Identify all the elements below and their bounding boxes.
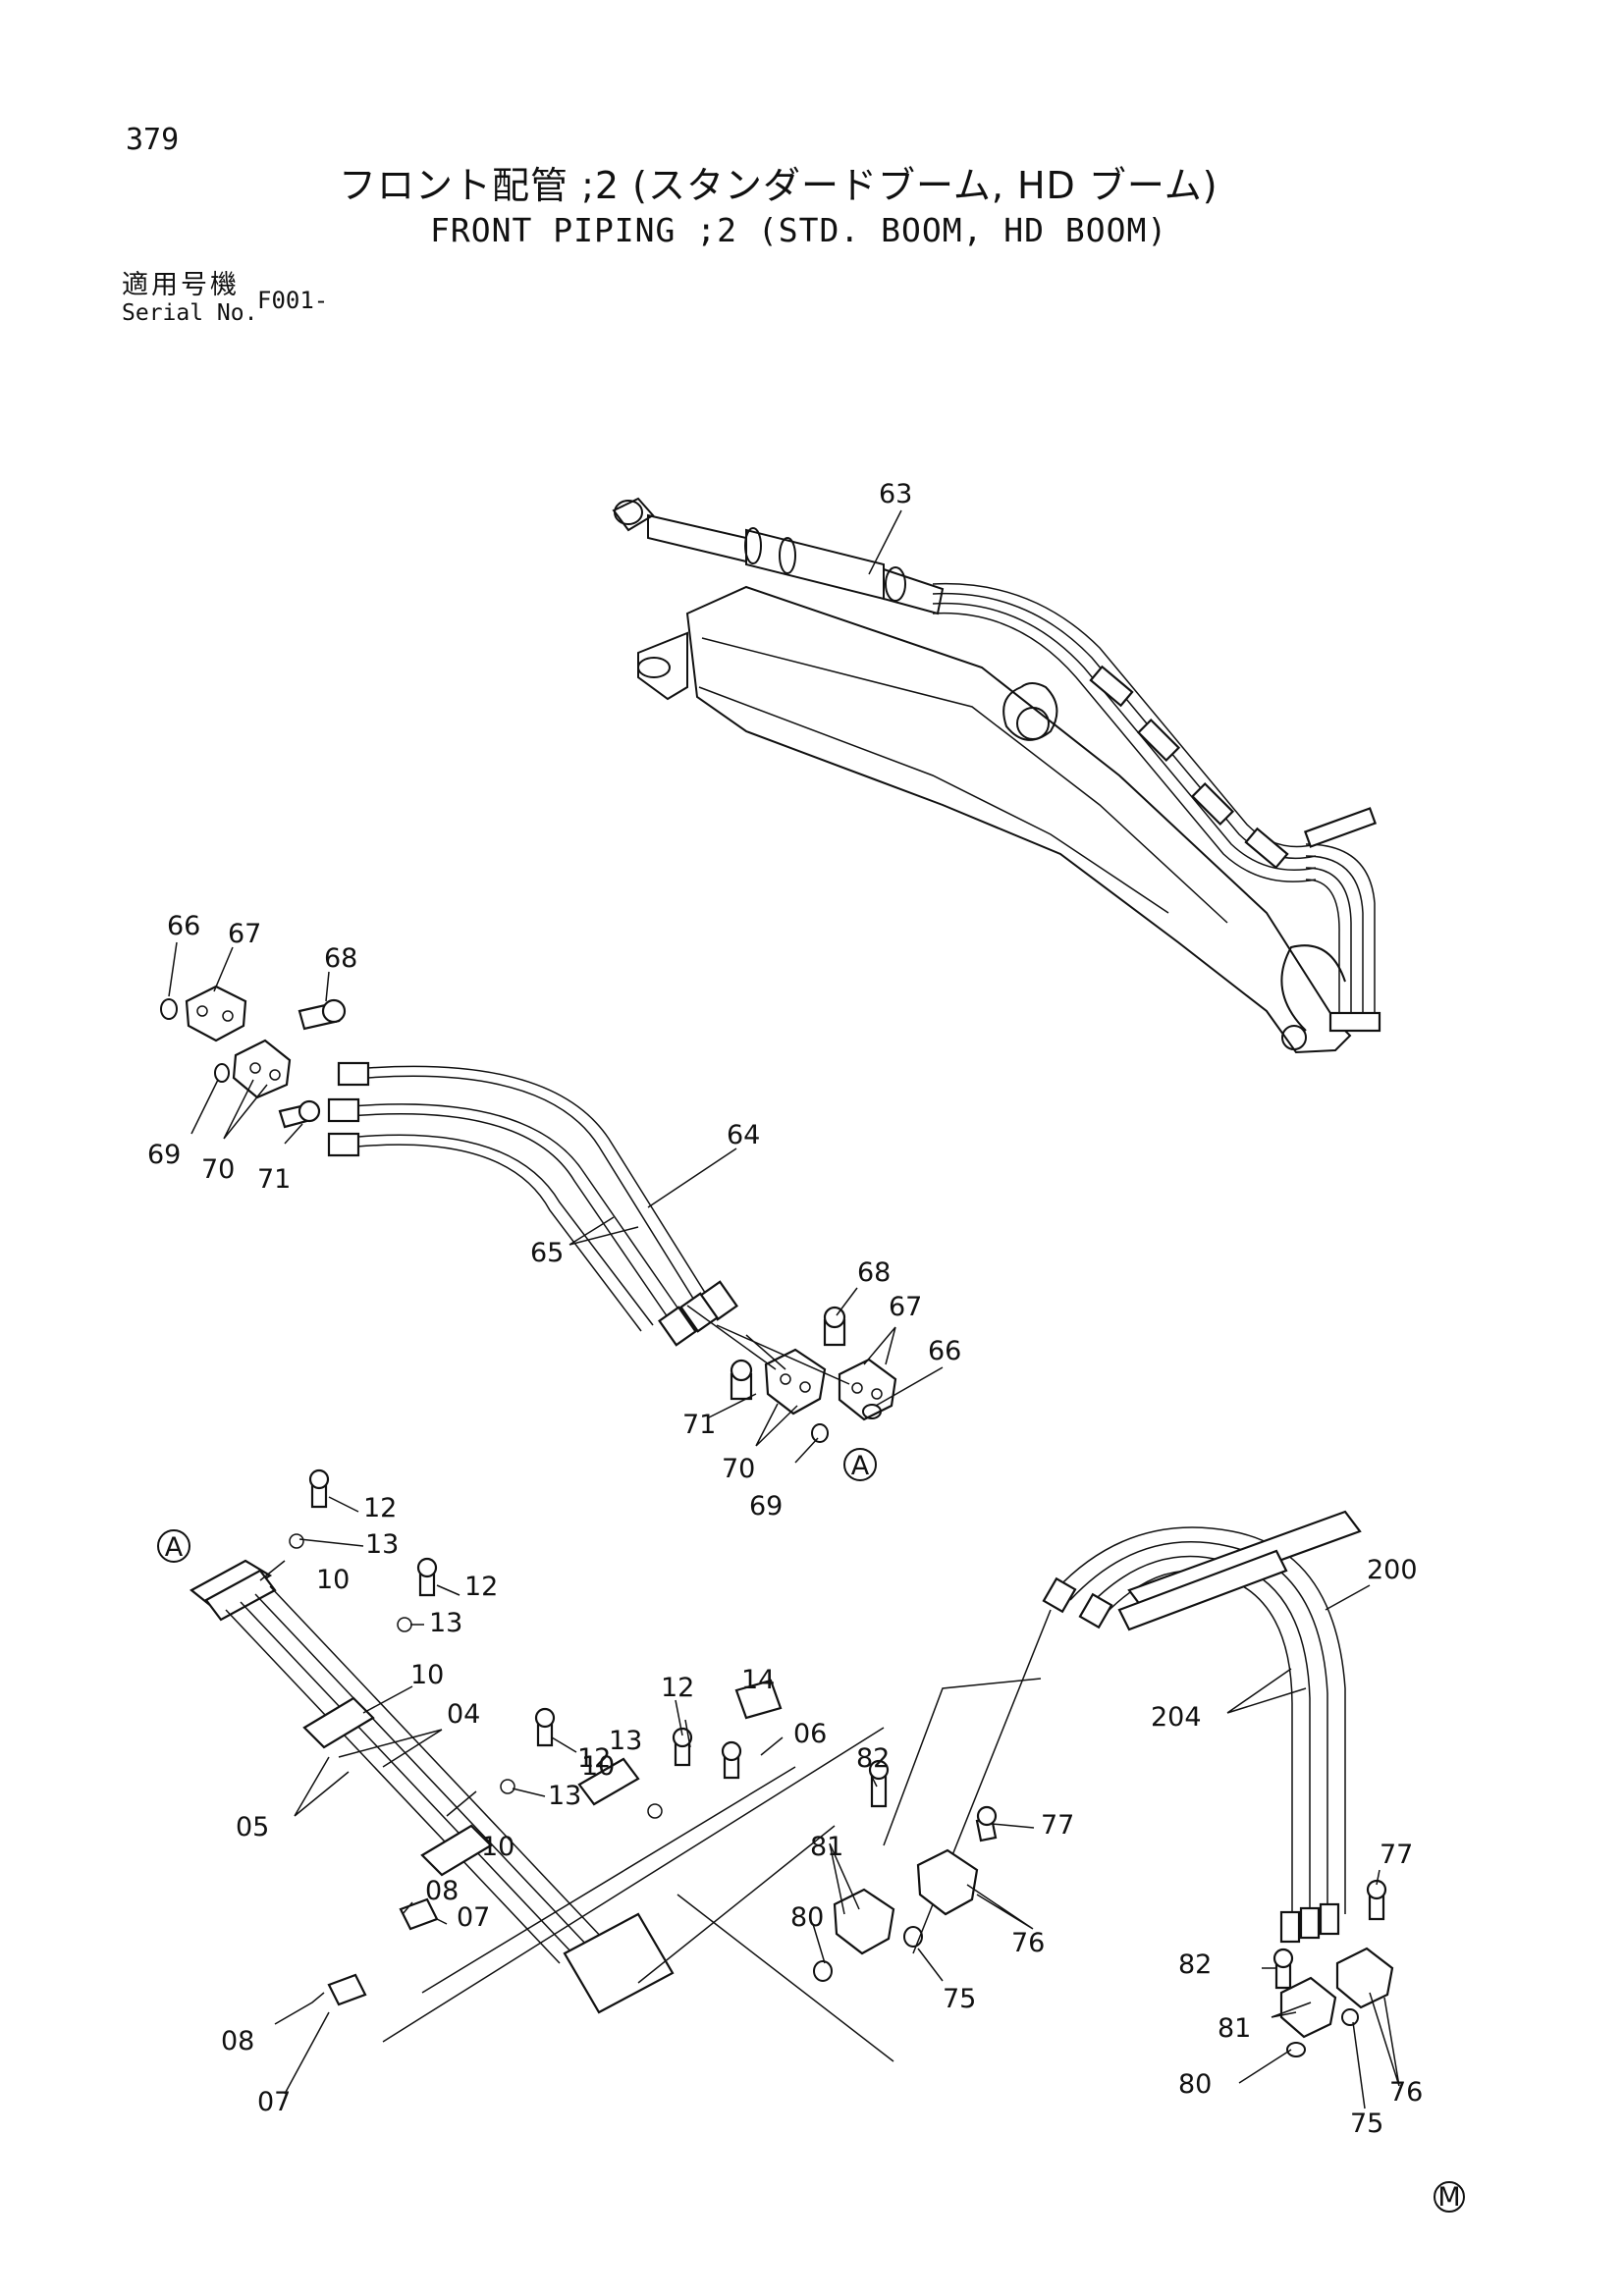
part-callout-64: 64 [727, 1120, 760, 1150]
arm-hose-assembly-illustration [813, 1510, 1394, 2057]
part-callout-66: 66 [928, 1336, 961, 1366]
serial-number-value: F001- [257, 287, 329, 314]
part-callout-80: 80 [1178, 2069, 1212, 2100]
part-callout-13: 13 [429, 1608, 462, 1638]
part-callout-12: 12 [577, 1743, 611, 1774]
part-callout-12: 12 [661, 1673, 694, 1703]
serial-label-english: Serial No. [122, 300, 258, 326]
part-callout-71: 71 [257, 1164, 291, 1195]
part-callout-65: 65 [530, 1238, 564, 1268]
part-callout-68: 68 [324, 943, 357, 974]
part-callout-81: 81 [1218, 2013, 1251, 2044]
part-callout-08: 08 [425, 1876, 459, 1906]
part-callout-08: 08 [221, 2026, 254, 2056]
part-callout-200: 200 [1367, 1555, 1418, 1585]
part-callout-204: 204 [1151, 1702, 1202, 1733]
part-callout-76: 76 [1389, 2077, 1423, 2108]
part-callout-69: 69 [749, 1491, 783, 1522]
page-number: 379 [126, 123, 180, 157]
part-callout-69: 69 [147, 1140, 181, 1170]
lower-pipe-assembly-illustration [189, 1468, 894, 2062]
part-callout-82: 82 [1178, 1949, 1212, 1980]
serial-label-japanese: 適用号機 [122, 270, 240, 300]
callout-leader-lines [168, 509, 1400, 2109]
part-callout-76: 76 [1011, 1928, 1045, 1958]
boom-assembly-illustration [612, 497, 1381, 1054]
part-callout-12: 12 [363, 1493, 397, 1523]
part-callout-77: 77 [1041, 1810, 1074, 1841]
part-callout-13: 13 [365, 1529, 399, 1560]
page-title-japanese: フロント配管 ;2 (スタンダードブーム, HD ブーム) [339, 164, 1218, 207]
part-callout-12: 12 [464, 1572, 498, 1602]
connector-marker-text: A [851, 1451, 870, 1481]
part-callout-04: 04 [447, 1699, 480, 1730]
part-callout-70: 70 [201, 1154, 235, 1185]
part-callout-71: 71 [682, 1410, 716, 1440]
part-callout-10: 10 [410, 1660, 444, 1690]
connector-marker-text: A [165, 1532, 184, 1563]
part-callout-07: 07 [457, 1902, 490, 1933]
part-callout-10: 10 [316, 1565, 350, 1595]
boom-hose-assembly-illustration [160, 985, 897, 1443]
connector-marker-a-upper: A [843, 1448, 877, 1481]
footer-mark-text: M [1437, 2182, 1460, 2213]
part-callout-14: 14 [741, 1665, 775, 1695]
part-callout-75: 75 [1350, 2109, 1383, 2139]
part-callout-67: 67 [889, 1292, 922, 1322]
part-callout-07: 07 [257, 2087, 291, 2117]
part-callout-68: 68 [857, 1257, 891, 1288]
part-callout-77: 77 [1380, 1840, 1413, 1870]
part-callout-82: 82 [856, 1743, 890, 1774]
connector-marker-a-lower: A [157, 1529, 190, 1563]
part-callout-75: 75 [943, 1984, 976, 2014]
part-callout-05: 05 [236, 1812, 269, 1842]
part-callout-70: 70 [722, 1454, 755, 1484]
part-callout-67: 67 [228, 919, 261, 949]
part-callout-10: 10 [581, 1751, 615, 1782]
part-callout-13: 13 [548, 1781, 581, 1811]
part-callout-06: 06 [793, 1719, 827, 1749]
part-callout-63: 63 [879, 479, 912, 509]
footer-m-mark: M [1434, 2181, 1465, 2213]
part-callout-13: 13 [609, 1726, 642, 1756]
part-callout-66: 66 [167, 911, 200, 941]
part-callout-80: 80 [790, 1902, 824, 1933]
part-callout-81: 81 [810, 1832, 843, 1862]
part-callout-10: 10 [481, 1832, 514, 1862]
page-title-english: FRONT PIPING ;2 (STD. BOOM, HD BOOM) [430, 211, 1168, 249]
